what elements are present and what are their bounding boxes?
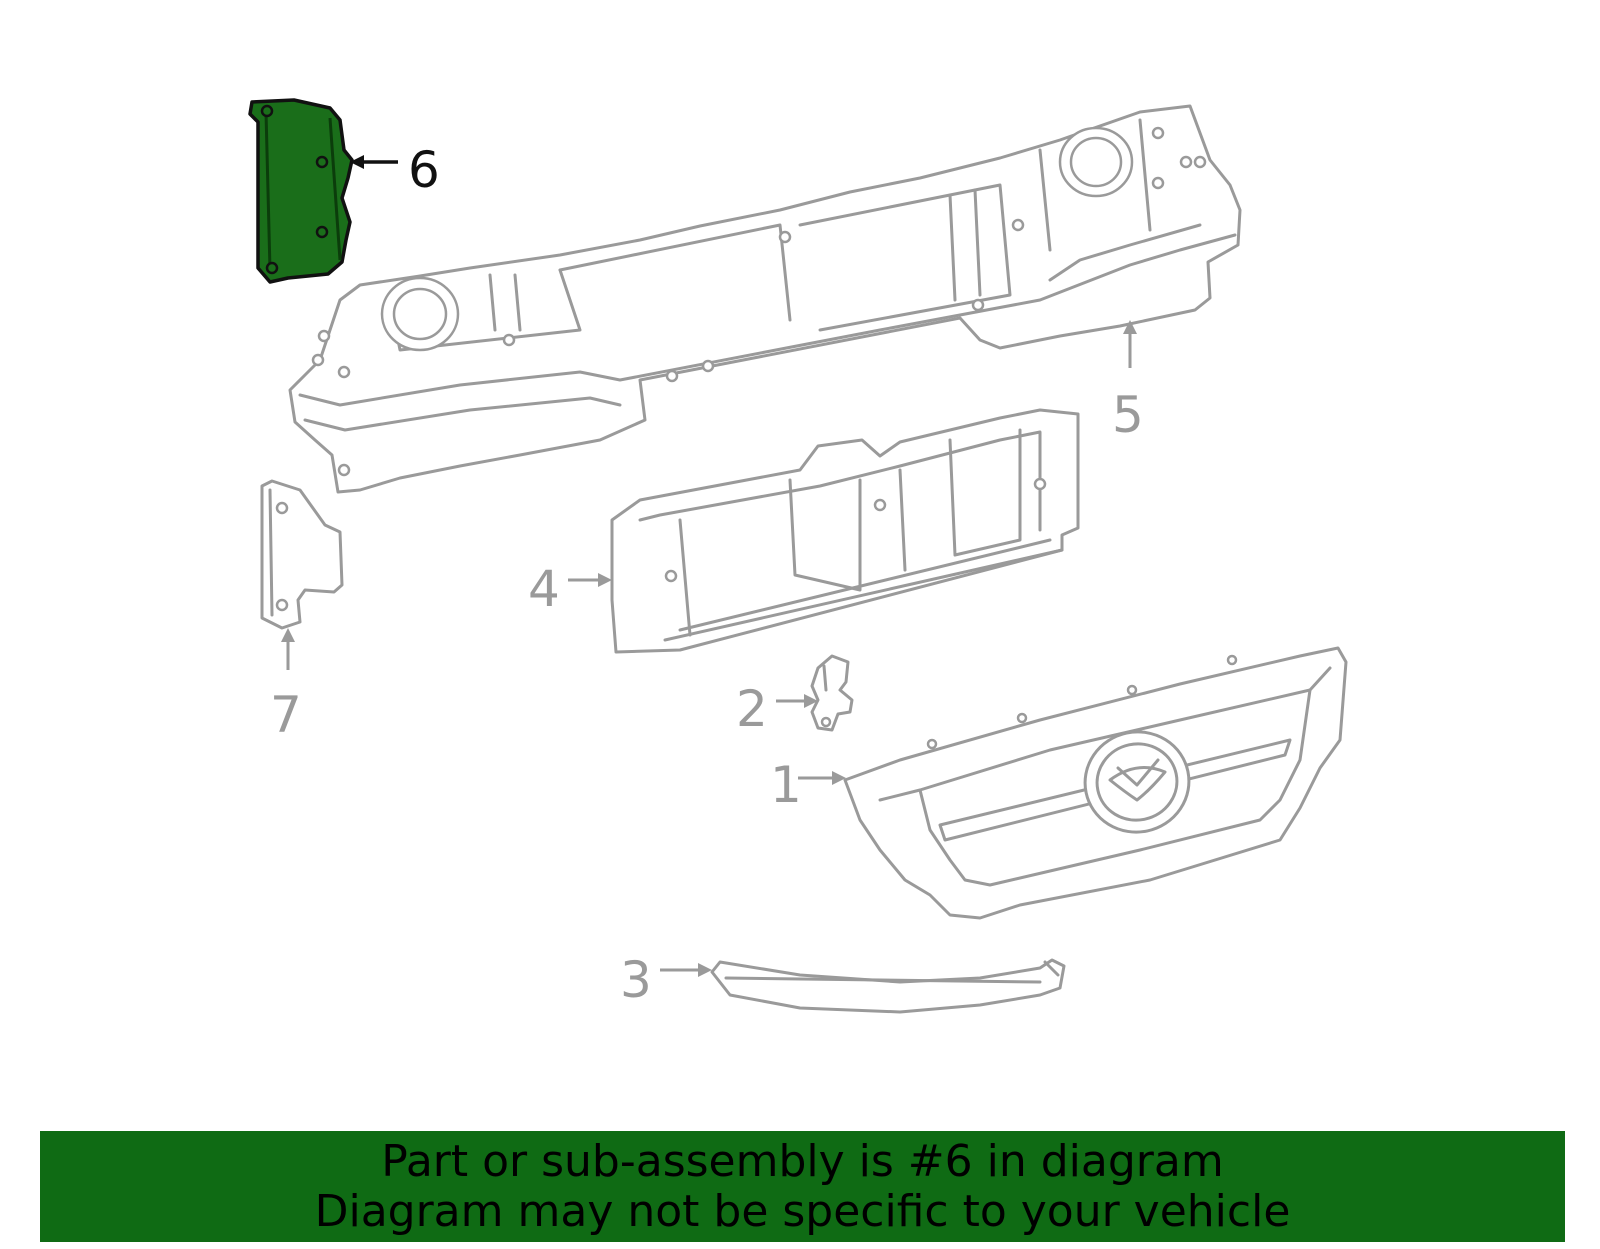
callout-number-5: 5	[1112, 386, 1144, 444]
callout-1: 1	[770, 756, 846, 814]
callout-7: 7	[270, 628, 302, 744]
info-banner: Part or sub-assembly is #6 in diagram Di…	[40, 1131, 1565, 1242]
part-4-lower-support-panel[interactable]	[610, 408, 1080, 654]
part-7-side-bracket[interactable]	[260, 479, 344, 630]
part-5-radiator-support[interactable]	[288, 104, 1242, 494]
part-6-bracket-highlighted[interactable]	[248, 98, 354, 284]
callout-5: 5	[1112, 320, 1144, 444]
callout-2: 2	[736, 680, 818, 738]
callout-number-1: 1	[770, 756, 802, 814]
banner-line-2: Diagram may not be specific to your vehi…	[314, 1185, 1291, 1237]
callout-number-6: 6	[408, 141, 440, 199]
callout-number-7: 7	[270, 686, 302, 744]
banner-line-1: Part or sub-assembly is #6 in diagram	[381, 1135, 1224, 1187]
callout-number-3: 3	[620, 951, 652, 1009]
callout-number-4: 4	[528, 560, 560, 618]
callout-6: 6	[350, 141, 440, 199]
callout-4: 4	[528, 560, 612, 618]
part-2-clip[interactable]	[810, 654, 854, 732]
part-1-grille[interactable]	[843, 646, 1348, 920]
part-3-molding[interactable]	[710, 958, 1066, 1014]
callout-number-2: 2	[736, 680, 768, 738]
callout-3: 3	[620, 951, 712, 1009]
